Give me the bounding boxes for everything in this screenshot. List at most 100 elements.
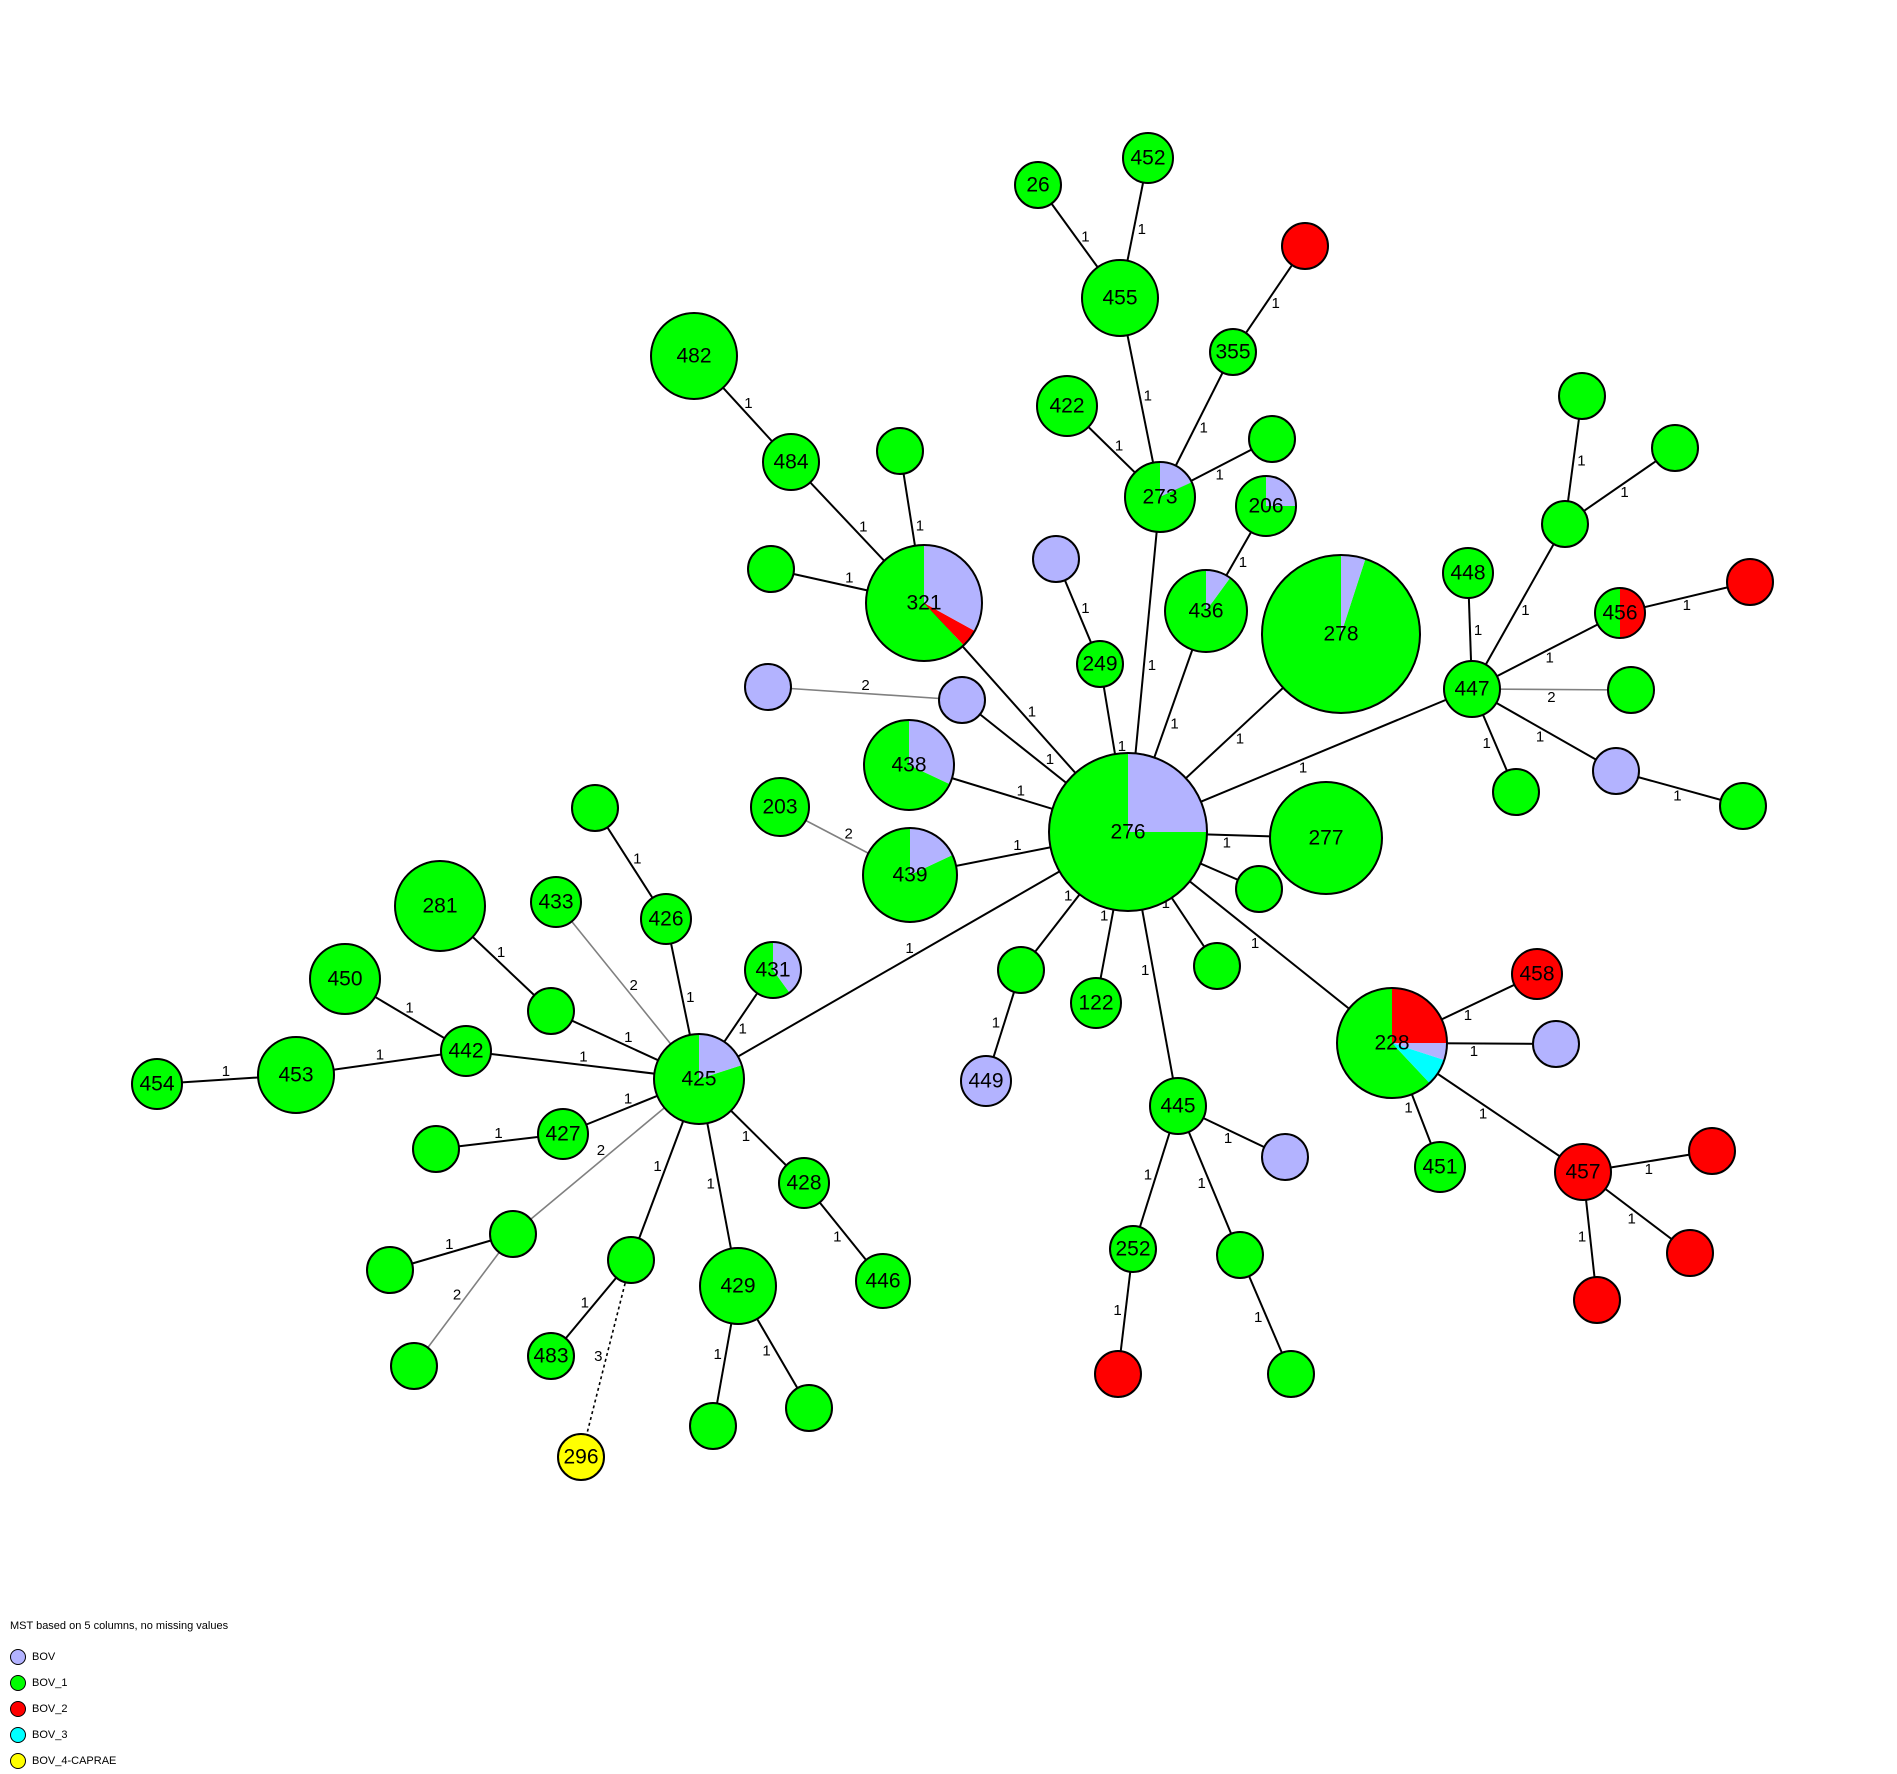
node-277: 277	[1269, 781, 1383, 895]
node-fill	[651, 313, 737, 399]
legend-caption: MST based on 5 columns, no missing value…	[10, 1620, 229, 1632]
edge-label: 1	[1224, 1130, 1232, 1147]
node-outline	[1688, 1127, 1736, 1175]
node-b6	[1261, 1133, 1309, 1181]
node-outline	[1036, 375, 1098, 437]
node-outline	[1554, 1143, 1612, 1201]
node-label: 203	[762, 796, 797, 819]
pie-slice-bov	[1160, 462, 1192, 497]
node-r2	[1726, 558, 1774, 606]
node-fill	[1512, 949, 1562, 999]
node-outline	[1261, 1133, 1309, 1181]
edge-label: 1	[713, 1346, 721, 1363]
edge-label: 1	[1545, 650, 1553, 667]
node-446: 446	[855, 1253, 911, 1309]
edge-label: 2	[1547, 689, 1555, 706]
node-fill	[998, 947, 1044, 993]
legend-item-bov-3: BOV_3	[10, 1722, 228, 1748]
node-g273	[1248, 415, 1296, 463]
node-fill	[572, 785, 618, 831]
node-outline	[1666, 1229, 1714, 1277]
edge-label: 1	[1144, 387, 1152, 404]
node-451: 451	[1414, 1141, 1466, 1193]
node-outline	[1719, 782, 1767, 830]
node-g447d	[1607, 666, 1655, 714]
node-outline	[865, 544, 983, 662]
node-fill	[538, 1109, 588, 1159]
node-label: 206	[1248, 495, 1283, 518]
edge-label: 2	[861, 677, 869, 694]
node-450: 450	[309, 943, 381, 1015]
edge-label: 1	[1645, 1161, 1653, 1178]
node-outline	[744, 663, 792, 711]
node-fill	[1150, 1078, 1206, 1134]
pie-slice-bov	[1266, 476, 1296, 506]
node-fill	[748, 546, 794, 592]
node-439: 439	[862, 827, 958, 923]
legend-label-bov-3: BOV_3	[32, 1729, 68, 1741]
edge-label: 1	[1013, 837, 1021, 854]
node-g425e	[607, 1236, 655, 1284]
node-fill	[1493, 769, 1539, 815]
node-label: 483	[533, 1345, 568, 1368]
node-outline	[412, 1125, 460, 1173]
node-fill	[1249, 416, 1295, 462]
node-fill	[413, 1126, 459, 1172]
node-label: 355	[1215, 341, 1250, 364]
node-g429b	[785, 1384, 833, 1432]
node-fill	[1533, 1021, 1579, 1067]
node-label: 281	[422, 895, 457, 918]
node-fill	[1555, 1144, 1611, 1200]
node-outline	[366, 1246, 414, 1294]
node-outline	[440, 1025, 492, 1077]
node-g447f	[1719, 782, 1767, 830]
node-label: 278	[1323, 623, 1358, 646]
edge-label: 1	[1141, 962, 1149, 979]
pie-slice-bov	[910, 828, 953, 875]
node-454: 454	[131, 1058, 183, 1110]
edge-label: 1	[744, 395, 752, 412]
node-428: 428	[778, 1157, 830, 1209]
node-fill	[367, 1247, 413, 1293]
node-482: 482	[650, 312, 738, 400]
edge-label: 1	[706, 1175, 714, 1192]
node-label: 122	[1078, 992, 1113, 1015]
node-273: 273	[1124, 461, 1196, 533]
edge-label: 1	[1464, 1007, 1472, 1024]
node-b5	[1532, 1020, 1580, 1068]
node-fill	[608, 1237, 654, 1283]
edge-n276-n425	[698, 831, 1129, 1080]
node-321: 321	[865, 544, 983, 662]
node-436: 436	[1164, 569, 1248, 653]
legend-item-bov-2: BOV_2	[10, 1696, 228, 1722]
edge-label: 1	[1673, 788, 1681, 805]
node-outline	[530, 876, 582, 928]
node-label: 456	[1602, 602, 1637, 625]
node-g445a	[1216, 1231, 1264, 1279]
node-label: 452	[1130, 147, 1165, 170]
node-26: 26	[1014, 161, 1062, 209]
pie-slice-bov_2	[1620, 588, 1645, 638]
node-label: 438	[891, 754, 926, 777]
node-outline	[390, 1342, 438, 1390]
node-label: 426	[648, 908, 683, 931]
node-outline	[1070, 977, 1122, 1029]
edge-label: 1	[1470, 1043, 1478, 1060]
node-fill	[1015, 162, 1061, 208]
node-fill	[939, 677, 985, 723]
node-fill	[1095, 1351, 1141, 1397]
edge-label: 1	[1474, 622, 1482, 639]
node-431: 431	[744, 941, 802, 999]
node-label: 450	[327, 968, 362, 991]
node-label: 427	[545, 1123, 580, 1146]
edge-label: 1	[1479, 1106, 1487, 1123]
node-fill	[1608, 667, 1654, 713]
pie-slice-bov_3	[1392, 1043, 1445, 1084]
node-outline	[1558, 372, 1606, 420]
edge-label: 1	[1028, 704, 1036, 721]
edge-label: 2	[453, 1287, 461, 1304]
node-fill	[1574, 1277, 1620, 1323]
node-fill	[1082, 260, 1158, 336]
edge-label: 1	[1536, 728, 1544, 745]
node-b2	[744, 663, 792, 711]
